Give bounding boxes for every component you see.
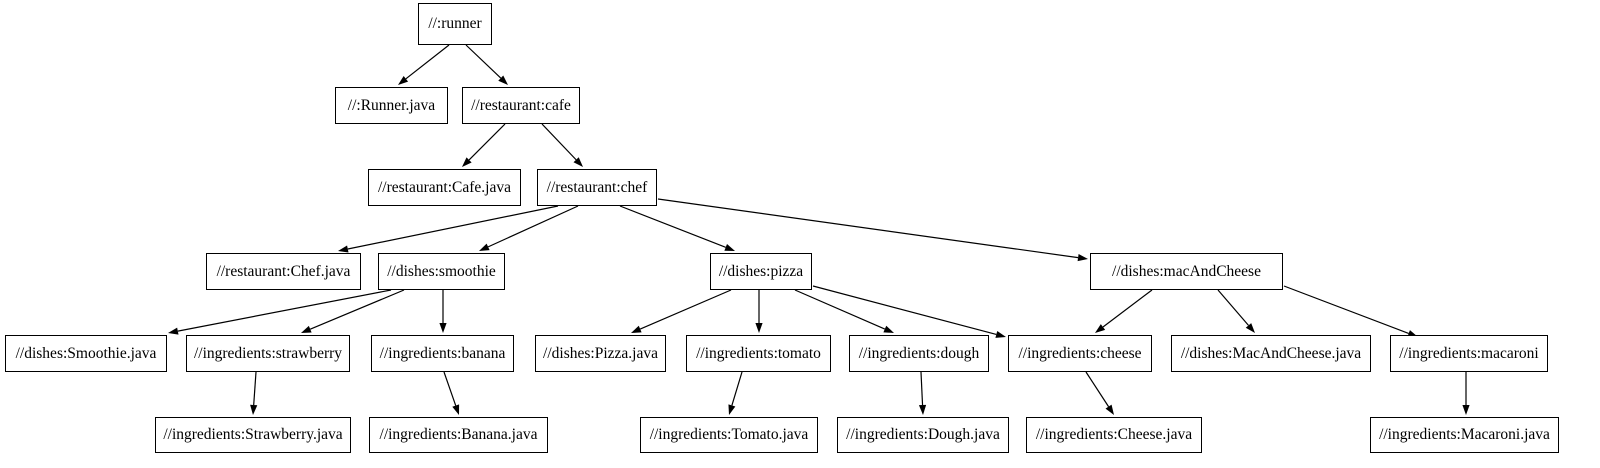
graph-node-label: //ingredients:Cheese.java xyxy=(1035,426,1193,444)
edge-arrowhead xyxy=(479,243,490,251)
edge-arrowhead xyxy=(439,323,447,333)
graph-edge-runner-to-restaurant_cafe xyxy=(465,44,508,85)
edge-arrowhead xyxy=(1462,405,1470,415)
graph-edge-dishes_macandcheese-to-macandcheese_java xyxy=(1217,289,1255,333)
graph-node-dough_java[interactable]: //ingredients:Dough.java xyxy=(837,417,1009,453)
graph-node-label: //ingredients:macaroni xyxy=(1399,344,1539,362)
edge-arrowhead xyxy=(573,157,583,167)
graph-node-restaurant_chef[interactable]: //restaurant:chef xyxy=(537,169,657,206)
edge-arrowhead xyxy=(168,327,179,335)
graph-node-ing_banana[interactable]: //ingredients:banana xyxy=(371,335,514,372)
graph-node-smoothie_java[interactable]: //dishes:Smoothie.java xyxy=(5,335,167,372)
edge-arrowhead xyxy=(452,404,460,415)
edge-arrowhead xyxy=(631,325,642,333)
graph-edge-ing_strawberry-to-strawberry_java xyxy=(250,371,258,415)
graph-node-label: //dishes:MacAndCheese.java xyxy=(1180,344,1362,362)
edge-arrowhead xyxy=(301,325,312,333)
graph-node-label: //ingredients:tomato xyxy=(696,344,821,362)
graph-edge-dishes_pizza-to-ing_dough xyxy=(794,289,894,333)
graph-node-label: //dishes:smoothie xyxy=(387,262,496,280)
graph-node-dishes_macandcheese[interactable]: //dishes:macAndCheese xyxy=(1090,253,1283,290)
graph-edge-runner-to-runner_java xyxy=(398,44,450,85)
edge-arrowhead xyxy=(883,325,894,333)
graph-node-label: //:runner xyxy=(428,15,482,33)
graph-node-label: //dishes:pizza xyxy=(718,262,804,280)
graph-edge-dishes_pizza-to-pizza_java xyxy=(631,289,732,333)
graph-node-macandcheese_java[interactable]: //dishes:MacAndCheese.java xyxy=(1171,335,1371,372)
graph-edge-ing_dough-to-dough_java xyxy=(918,371,927,415)
edge-arrowhead xyxy=(1245,323,1255,333)
graph-node-ing_macaroni[interactable]: //ingredients:macaroni xyxy=(1390,335,1548,372)
graph-node-label: //ingredients:dough xyxy=(858,344,980,362)
edge-arrowhead xyxy=(1095,324,1106,333)
graph-node-cafe_java[interactable]: //restaurant:Cafe.java xyxy=(368,169,521,206)
graph-edge-dishes_smoothie-to-ing_strawberry xyxy=(301,289,405,333)
graph-node-dishes_pizza[interactable]: //dishes:pizza xyxy=(710,253,812,290)
graph-node-label: //restaurant:Chef.java xyxy=(216,262,351,280)
graph-node-label: //ingredients:Strawberry.java xyxy=(163,426,343,444)
graph-node-restaurant_cafe[interactable]: //restaurant:cafe xyxy=(462,87,580,124)
graph-edge-ing_banana-to-banana_java xyxy=(443,371,460,415)
edge-arrowhead xyxy=(995,330,1006,338)
graph-node-label: //dishes:Smoothie.java xyxy=(15,344,157,362)
graph-edge-restaurant_chef-to-dishes_macandcheese xyxy=(657,198,1088,262)
graph-node-banana_java[interactable]: //ingredients:Banana.java xyxy=(369,417,548,453)
graph-node-label: //ingredients:Tomato.java xyxy=(649,426,809,444)
graph-node-runner[interactable]: //:runner xyxy=(418,3,492,45)
graph-edge-dishes_smoothie-to-smoothie_java xyxy=(168,289,392,335)
graph-edge-dishes_macandcheese-to-ing_macaroni xyxy=(1283,285,1418,337)
graph-node-label: //restaurant:chef xyxy=(546,178,648,196)
graph-node-ing_strawberry[interactable]: //ingredients:strawberry xyxy=(186,335,350,372)
graph-node-ing_dough[interactable]: //ingredients:dough xyxy=(849,335,989,372)
graph-node-label: //dishes:macAndCheese xyxy=(1112,262,1261,280)
graph-node-chef_java[interactable]: //restaurant:Chef.java xyxy=(206,253,361,290)
edge-arrowhead xyxy=(724,244,735,251)
graph-node-strawberry_java[interactable]: //ingredients:Strawberry.java xyxy=(155,417,351,453)
graph-node-dishes_smoothie[interactable]: //dishes:smoothie xyxy=(378,253,505,290)
graph-node-label: //:Runner.java xyxy=(347,96,436,114)
graph-node-tomato_java[interactable]: //ingredients:Tomato.java xyxy=(640,417,818,453)
graph-edge-restaurant_chef-to-dishes_smoothie xyxy=(479,205,579,251)
graph-node-label: //ingredients:Dough.java xyxy=(846,426,1000,444)
edge-arrowhead xyxy=(755,323,763,333)
edge-arrowhead xyxy=(728,404,736,415)
edge-arrowhead xyxy=(338,245,349,253)
graph-edge-restaurant_cafe-to-restaurant_chef xyxy=(541,123,583,167)
graph-node-label: //restaurant:Cafe.java xyxy=(378,178,511,196)
edge-arrowhead xyxy=(918,404,927,415)
graph-node-ing_cheese[interactable]: //ingredients:cheese xyxy=(1008,335,1152,372)
graph-edge-ing_tomato-to-tomato_java xyxy=(728,371,743,415)
graph-edge-ing_macaroni-to-macaroni_java xyxy=(1462,372,1470,415)
graph-node-cheese_java[interactable]: //ingredients:Cheese.java xyxy=(1026,417,1202,453)
graph-edge-dishes_pizza-to-ing_cheese xyxy=(812,285,1006,338)
edge-arrowhead xyxy=(1077,254,1088,262)
edge-arrowhead xyxy=(398,75,409,85)
edge-arrowhead xyxy=(498,75,508,85)
graph-edge-dishes_pizza-to-ing_tomato xyxy=(755,290,763,333)
graph-node-runner_java[interactable]: //:Runner.java xyxy=(335,87,448,124)
graph-edge-ing_cheese-to-cheese_java xyxy=(1085,371,1114,415)
graph-node-macaroni_java[interactable]: //ingredients:Macaroni.java xyxy=(1370,417,1559,453)
graph-node-ing_tomato[interactable]: //ingredients:tomato xyxy=(686,335,831,372)
edge-arrowhead xyxy=(1105,404,1114,415)
graph-edge-dishes_macandcheese-to-ing_cheese xyxy=(1095,289,1153,333)
graph-edge-restaurant_chef-to-dishes_pizza xyxy=(619,205,735,251)
graph-node-label: //ingredients:strawberry xyxy=(193,344,343,362)
graph-node-label: //ingredients:Banana.java xyxy=(379,426,538,444)
edge-arrowhead xyxy=(250,404,258,415)
graph-edge-dishes_smoothie-to-ing_banana xyxy=(439,290,447,333)
graph-edge-restaurant_chef-to-chef_java xyxy=(338,205,559,253)
graph-node-label: //ingredients:cheese xyxy=(1018,344,1142,362)
graph-node-pizza_java[interactable]: //dishes:Pizza.java xyxy=(535,335,666,372)
graph-node-label: //ingredients:banana xyxy=(379,344,506,362)
graph-node-label: //ingredients:Macaroni.java xyxy=(1379,426,1550,444)
graph-node-label: //restaurant:cafe xyxy=(471,96,571,114)
graph-node-label: //dishes:Pizza.java xyxy=(543,344,658,362)
edge-arrowhead xyxy=(462,157,472,167)
graph-edge-restaurant_cafe-to-cafe_java xyxy=(462,123,506,167)
